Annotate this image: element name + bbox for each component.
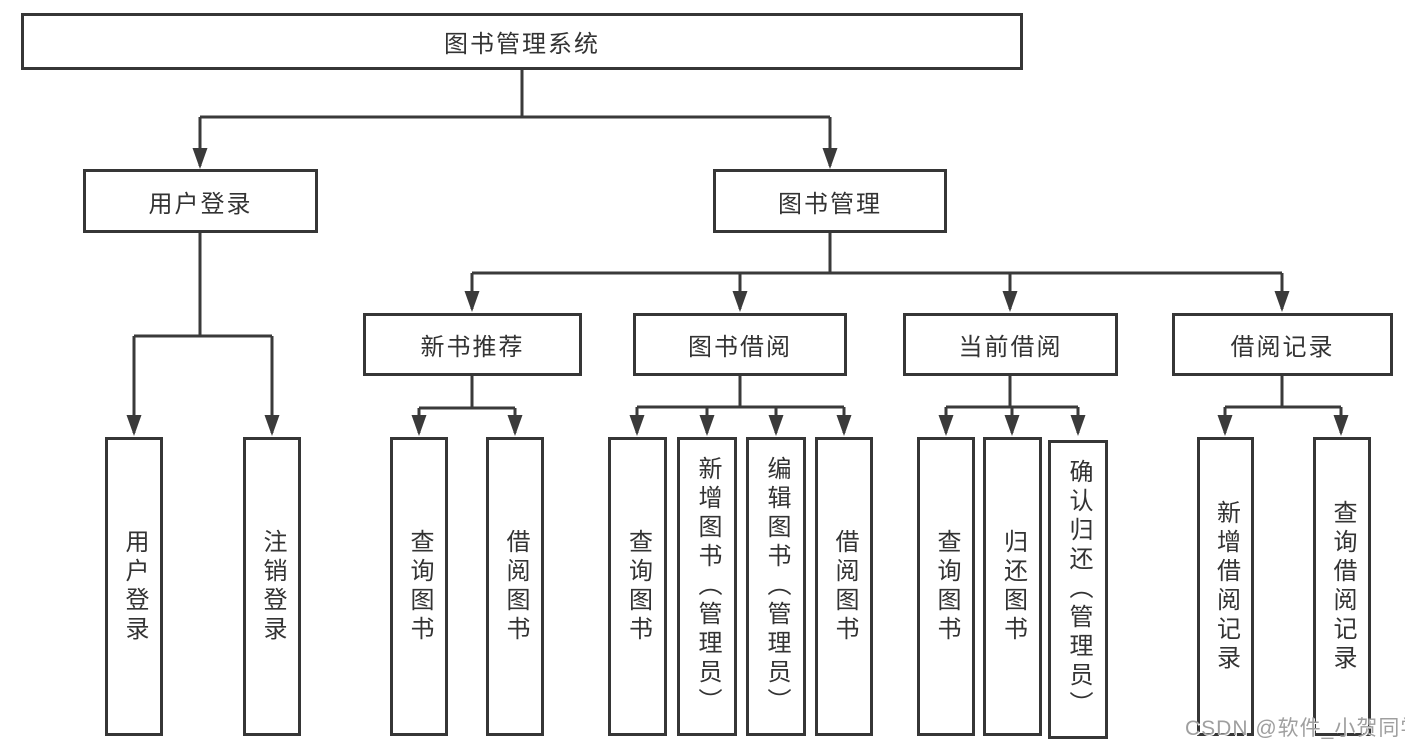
- leaf-confirm-return-admin: 确认归还（管理员）: [1048, 440, 1108, 739]
- leaf-rec-query-book: 查询图书: [390, 437, 448, 736]
- leaf-add-borrow-record: 新增借阅记录: [1197, 437, 1254, 736]
- leaf-rec-borrow-book: 借阅图书: [486, 437, 544, 736]
- leaf-user-login: 用户登录: [105, 437, 163, 736]
- leaf-borrow-book: 借阅图书: [815, 437, 873, 736]
- leaf-add-book-admin: 新增图书（管理员）: [677, 437, 737, 736]
- leaf-borrow-query-book: 查询图书: [608, 437, 667, 736]
- node-new-book-rec: 新书推荐: [363, 313, 582, 376]
- leaf-query-borrow-record: 查询借阅记录: [1313, 437, 1371, 736]
- node-book-mgmt: 图书管理: [713, 169, 947, 233]
- watermark: CSDN @软件_小贺同学: [1185, 717, 1405, 740]
- leaf-logout: 注销登录: [243, 437, 301, 736]
- node-user-login: 用户登录: [83, 169, 318, 233]
- leaf-return-book: 归还图书: [983, 437, 1042, 736]
- node-book-borrow: 图书借阅: [633, 313, 847, 376]
- leaf-current-query-book: 查询图书: [917, 437, 975, 736]
- node-current-borrow: 当前借阅: [903, 313, 1118, 376]
- leaf-edit-book-admin: 编辑图书（管理员）: [746, 437, 806, 736]
- node-root: 图书管理系统: [21, 13, 1023, 70]
- node-borrow-records: 借阅记录: [1172, 313, 1393, 376]
